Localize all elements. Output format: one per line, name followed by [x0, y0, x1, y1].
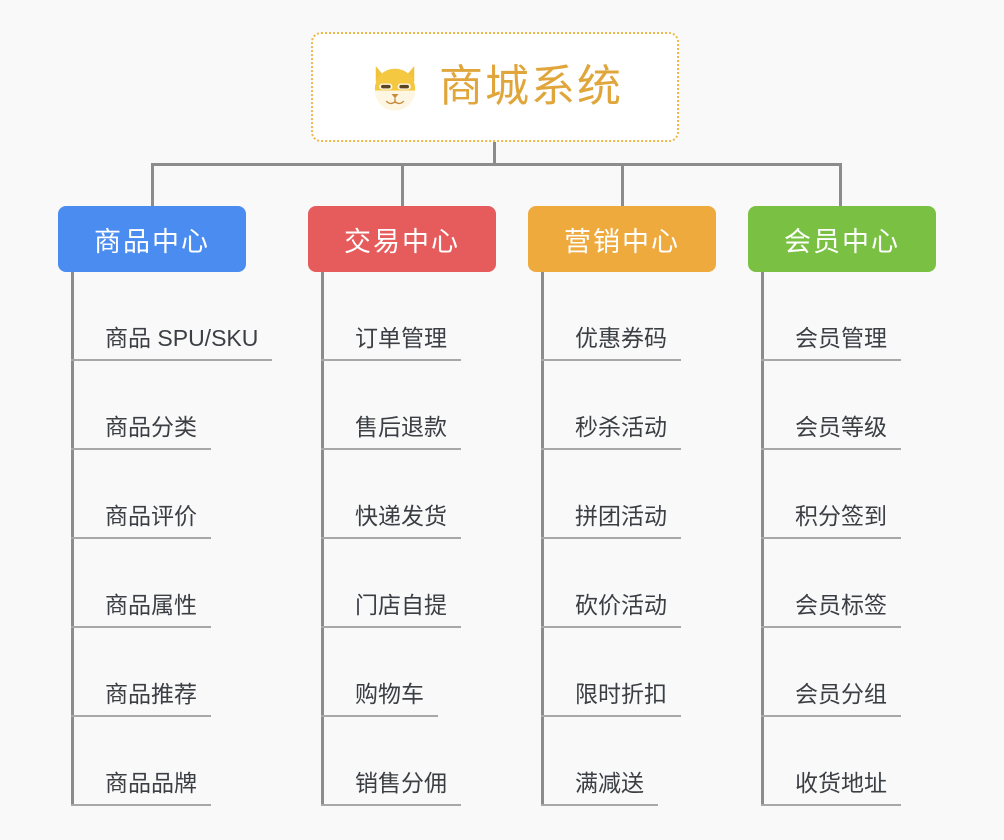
connector-root-stem	[493, 142, 496, 166]
branch-trade-center: 交易中心 订单管理 售后退款 快递发货 门店自提 购物车 销售分佣	[308, 206, 496, 806]
leaf-label: 门店自提	[321, 592, 461, 628]
leaf-label: 购物车	[321, 681, 438, 717]
leaf-label: 会员标签	[761, 592, 901, 628]
leaf-label: 会员管理	[761, 325, 901, 361]
leaf-label: 商品分类	[71, 414, 211, 450]
leaf-label: 快递发货	[321, 503, 461, 539]
leaf-list-member-center: 会员管理 会员等级 积分签到 会员标签 会员分组 收货地址	[748, 272, 936, 806]
leaf-label: 砍价活动	[541, 592, 681, 628]
leaf-item[interactable]: 优惠券码	[528, 272, 716, 361]
leaf-label: 积分签到	[761, 503, 901, 539]
category-header-member-center[interactable]: 会员中心	[748, 206, 936, 272]
branch-member-center: 会员中心 会员管理 会员等级 积分签到 会员标签 会员分组 收货地址	[748, 206, 936, 806]
leaf-label: 满减送	[541, 770, 658, 806]
leaf-list-trade-center: 订单管理 售后退款 快递发货 门店自提 购物车 销售分佣	[308, 272, 496, 806]
leaf-label: 商品 SPU/SKU	[71, 325, 273, 361]
leaf-item[interactable]: 秒杀活动	[528, 361, 716, 450]
branch-marketing-center: 营销中心 优惠券码 秒杀活动 拼团活动 砍价活动 限时折扣 满减送	[528, 206, 716, 806]
leaf-label: 优惠券码	[541, 325, 681, 361]
leaf-item[interactable]: 快递发货	[308, 450, 496, 539]
branch-product-center: 商品中心 商品 SPU/SKU 商品分类 商品评价 商品属性 商品推荐 商品品牌	[58, 206, 273, 806]
leaf-item[interactable]: 商品属性	[58, 539, 246, 628]
connector-drop-member-center	[839, 163, 842, 208]
leaf-item[interactable]: 限时折扣	[528, 628, 716, 717]
leaf-label: 商品品牌	[71, 770, 211, 806]
leaf-item[interactable]: 商品品牌	[58, 717, 246, 806]
category-header-trade-center[interactable]: 交易中心	[308, 206, 496, 272]
leaf-list-product-center: 商品 SPU/SKU 商品分类 商品评价 商品属性 商品推荐 商品品牌	[58, 272, 273, 806]
leaf-item[interactable]: 售后退款	[308, 361, 496, 450]
leaf-label: 拼团活动	[541, 503, 681, 539]
leaf-label: 收货地址	[761, 770, 901, 806]
leaf-label: 售后退款	[321, 414, 461, 450]
leaf-label: 订单管理	[321, 325, 461, 361]
leaf-item[interactable]: 商品 SPU/SKU	[58, 272, 273, 361]
leaf-item[interactable]: 会员管理	[748, 272, 936, 361]
leaf-item[interactable]: 拼团活动	[528, 450, 716, 539]
leaf-label: 商品评价	[71, 503, 211, 539]
connector-drop-product-center	[151, 163, 154, 208]
shiba-dog-icon	[374, 66, 416, 111]
leaf-label: 会员等级	[761, 414, 901, 450]
leaf-item[interactable]: 商品推荐	[58, 628, 246, 717]
leaf-label: 秒杀活动	[541, 414, 681, 450]
leaf-item[interactable]: 积分签到	[748, 450, 936, 539]
leaf-label: 商品属性	[71, 592, 211, 628]
root-title: 商城系统	[439, 62, 623, 111]
leaf-item[interactable]: 会员等级	[748, 361, 936, 450]
leaf-item[interactable]: 收货地址	[748, 717, 936, 806]
leaf-item[interactable]: 会员标签	[748, 539, 936, 628]
leaf-item[interactable]: 门店自提	[308, 539, 496, 628]
leaf-label: 限时折扣	[541, 681, 681, 717]
leaf-label: 销售分佣	[321, 770, 461, 806]
connector-drop-trade-center	[401, 163, 404, 208]
leaf-item[interactable]: 商品评价	[58, 450, 246, 539]
leaf-item[interactable]: 砍价活动	[528, 539, 716, 628]
category-header-marketing-center[interactable]: 营销中心	[528, 206, 716, 272]
leaf-item[interactable]: 商品分类	[58, 361, 246, 450]
leaf-label: 会员分组	[761, 681, 901, 717]
leaf-item[interactable]: 订单管理	[308, 272, 496, 361]
connector-drop-marketing-center	[621, 163, 624, 208]
leaf-item[interactable]: 会员分组	[748, 628, 936, 717]
leaf-item[interactable]: 购物车	[308, 628, 496, 717]
connector-horizontal-bus	[151, 163, 842, 166]
root-node-shopping-mall-system[interactable]: 商城系统	[311, 32, 679, 142]
category-header-product-center[interactable]: 商品中心	[58, 206, 246, 272]
leaf-item[interactable]: 销售分佣	[308, 717, 496, 806]
leaf-item[interactable]: 满减送	[528, 717, 716, 806]
leaf-label: 商品推荐	[71, 681, 211, 717]
leaf-list-marketing-center: 优惠券码 秒杀活动 拼团活动 砍价活动 限时折扣 满减送	[528, 272, 716, 806]
